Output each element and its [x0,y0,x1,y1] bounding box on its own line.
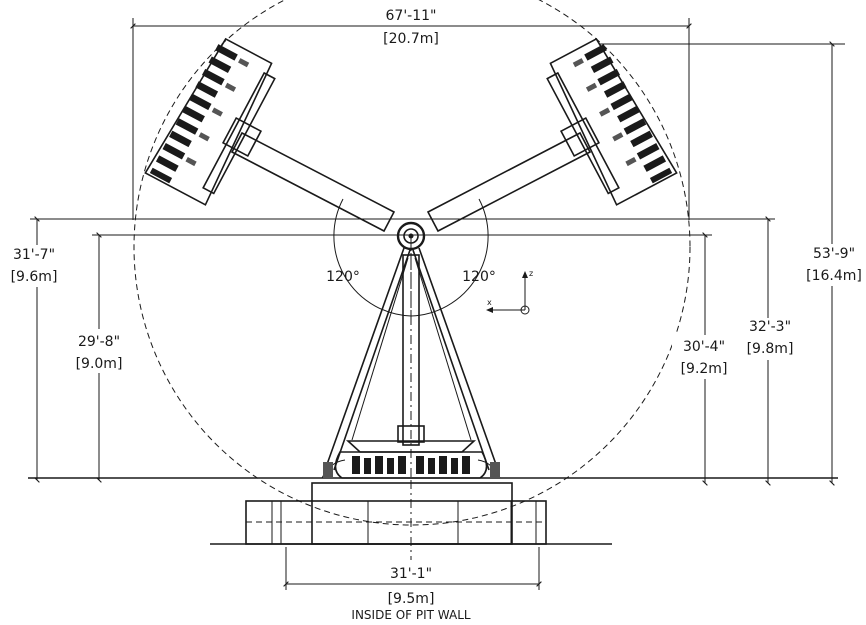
pivot-height-left-m: [9.6m] [11,269,58,285]
dim-pit-width: 31'-1" [9.5m] INSIDE OF PIT WALL [283,547,542,622]
right-gondola [546,37,678,206]
angle-arcs: 120° 120° [326,198,496,320]
pivot-inner-right-m: [9.2m] [681,361,728,377]
lower-gondola [321,425,501,479]
overall-width-ft: 67'-11" [386,8,437,24]
pit-width-ft: 31'-1" [390,566,432,582]
dim-overall-width: 67'-11" [20.7m] [130,8,692,220]
right-swing-arm [426,116,601,233]
left-swing-arm [221,116,396,233]
pit-width-caption: INSIDE OF PIT WALL [351,608,470,622]
dim-pivot-inner-right: 30'-4" [9.2m] [672,232,734,486]
pivot-inner-left-m: [9.0m] [76,356,123,372]
axis-triad-icon: z x [486,269,533,315]
base-foundation [210,480,612,560]
axis-z-label: z [529,269,533,278]
pivot-height-left-ft: 31'-7" [13,247,55,263]
dim-overall-height: 53'-9" [16.4m] [600,41,862,486]
overall-height-ft: 53'-9" [813,246,855,262]
angle-left-label: 120° [326,269,360,285]
dim-pivot-height-right: 32'-3" [9.8m] [738,216,800,486]
pit-width-m: [9.5m] [388,591,435,607]
overall-width-m: [20.7m] [383,31,439,47]
overall-height-m: [16.4m] [806,268,862,284]
dim-pivot-inner-left: 29'-8" [9.0m] [68,232,130,483]
pivot-inner-right-ft: 30'-4" [683,339,725,355]
pivot-height-right-m: [9.8m] [747,341,794,357]
swing-envelope-circle [133,0,691,526]
pivot-height-right-ft: 32'-3" [749,319,791,335]
dim-pivot-height-left: 31'-7" [9.6m] [6,216,62,483]
pivot-inner-left-ft: 29'-8" [78,334,120,350]
left-gondola [144,37,276,206]
angle-right-label: 120° [462,269,496,285]
a-frame-tower [324,221,499,478]
axis-x-label: x [487,298,492,307]
